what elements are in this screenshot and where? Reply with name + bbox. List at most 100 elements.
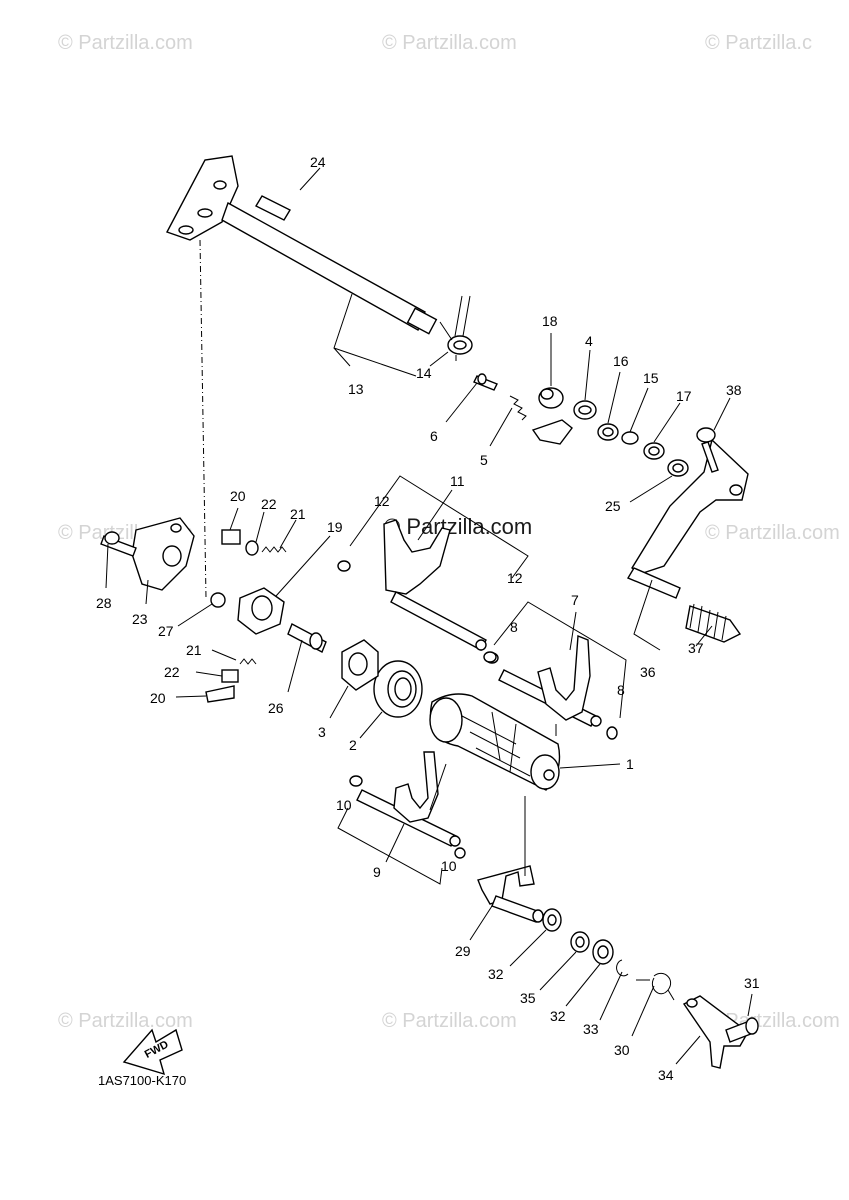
leader-17 [653,402,681,443]
callout-12: 12 [507,570,523,586]
watermark-center: © Partzilla.com [384,514,533,539]
callout-2: 2 [349,737,357,753]
diagram-code: 1AS7100-K170 [98,1073,187,1088]
leader-4 [584,349,591,401]
shift-guide-group [469,796,759,1069]
leader-32b [565,963,601,1007]
callout-28: 28 [96,595,112,611]
clip-12 [337,560,351,572]
callout-27: 27 [158,623,174,639]
shift-shaft-group [166,155,473,377]
bolt-28-head [104,531,120,545]
bearing-2-bore [394,677,412,701]
clip-8 [483,651,497,663]
leader-21b [211,649,237,661]
leader-23 [145,579,149,605]
callout-21: 21 [186,642,202,658]
callout-22: 22 [261,496,277,512]
bolt-31-head [745,1017,759,1035]
shift-fork-9 [393,751,439,823]
leader-35 [539,951,577,991]
clip-10 [349,775,363,787]
callout-10: 10 [336,797,352,813]
plate-34-hole [686,998,698,1008]
leader-27 [177,603,213,627]
callout-37: 37 [688,640,704,656]
block-20 [221,529,241,545]
drum-end-parts [287,623,423,739]
callout-14: 14 [416,365,432,381]
circlip-33 [616,959,629,977]
leader-19 [275,535,331,597]
shaft-26-collar [309,632,323,650]
guide-shaft-end [532,909,544,923]
washer-4-bore [578,405,592,415]
spring-leg [439,295,471,341]
leader-34 [675,1035,701,1065]
callout-20: 20 [150,690,166,706]
circlip-15 [621,431,639,445]
pin-24 [255,195,291,221]
leader-2 [359,711,383,739]
callout-20: 20 [230,488,246,504]
bolt-38-shank [701,441,719,473]
fork-9-group [337,751,466,885]
leader-26 [287,639,303,693]
stopper-group [100,507,331,703]
seal-25-bore [672,463,684,473]
washer-16-bore [602,427,614,437]
watermark: © Partzilla.com [58,32,193,54]
spring-5 [509,395,527,421]
leader-29 [469,905,493,941]
callout-15: 15 [643,370,659,386]
lever-bore [251,595,273,621]
fork-11-group [337,475,529,664]
callout-19: 19 [327,519,343,535]
shaft-small-parts [445,333,681,460]
callout-12: 12 [374,493,390,509]
leader-20 [229,507,239,531]
leader-38 [713,397,731,431]
callout-30: 30 [614,1042,630,1058]
callout-31: 31 [744,975,760,991]
fwd-arrow-icon: FWD [122,1028,183,1076]
callout-25: 25 [605,498,621,514]
callout-36: 36 [640,664,656,680]
spring-30 [636,972,675,1001]
leader-20b [175,695,207,698]
leader-9-bracket [337,807,443,885]
leader-8 [493,601,627,719]
leader-28 [105,543,109,589]
callout-11: 11 [450,473,465,489]
callout-10: 10 [441,858,457,874]
watermark: © Partzilla.c [705,32,812,54]
pedal-rubber-37 [685,605,742,643]
plate-hole [178,225,194,235]
callout-9: 9 [373,864,381,880]
shift-shaft-plate [166,155,239,241]
segment-3-face [348,652,368,676]
callout-24: 24 [310,154,326,170]
watermark: © Partzilla.com [705,522,840,544]
plate-hole [197,208,213,218]
collar-35-bore [575,936,585,948]
leader-37 [695,625,713,647]
drum-end [429,697,463,743]
washer-32-bore [547,914,557,926]
callout-26: 26 [268,700,284,716]
fork-7-group [483,601,627,740]
plate-hole [213,180,227,190]
leader-3 [329,685,349,719]
callout-4: 4 [585,333,593,349]
fork-guide-bar [390,591,487,651]
leader-32 [509,929,547,967]
pedal-peg [626,567,681,599]
rubber-ribs [689,603,727,641]
drum-face-hole [543,769,555,781]
callout-29: 29 [455,943,471,959]
leader-5 [489,407,513,447]
leader-33 [599,971,623,1021]
leader-24 [299,167,321,191]
ball-22b [221,669,239,683]
leader-36 [633,579,661,651]
